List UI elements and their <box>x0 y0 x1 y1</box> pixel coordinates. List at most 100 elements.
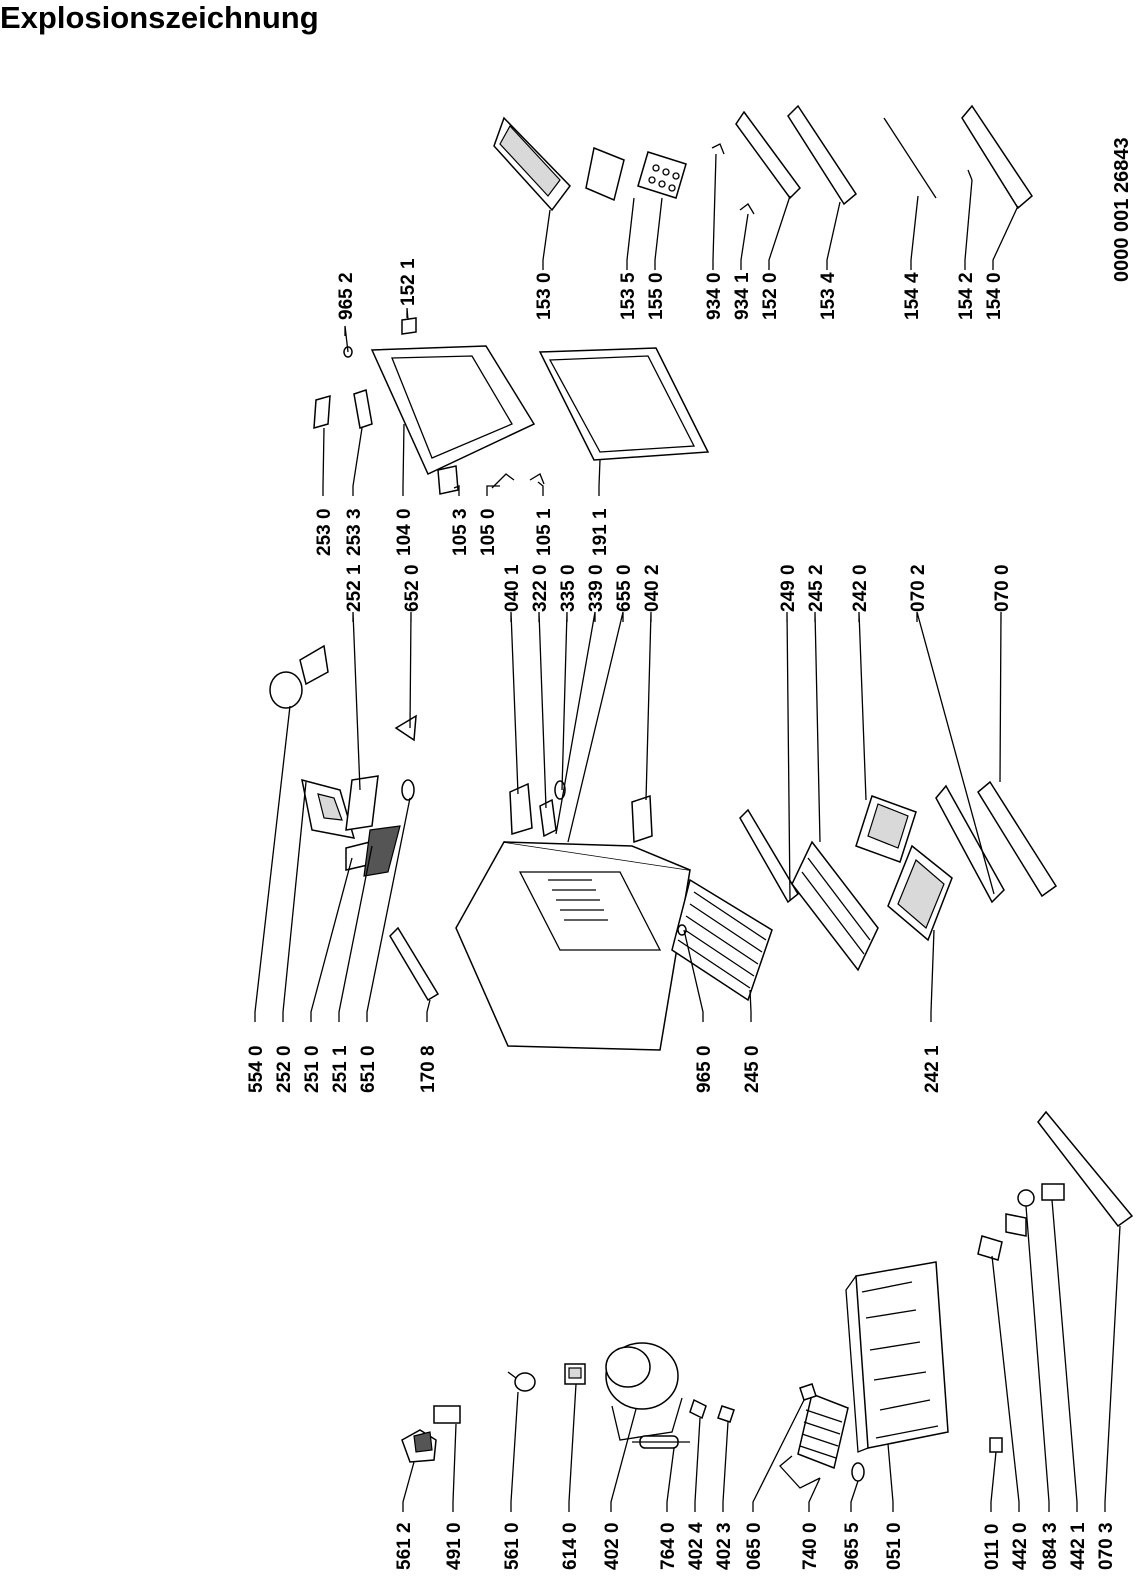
part-door-spring-a <box>491 473 515 489</box>
part-door-spring-b <box>529 473 545 485</box>
leader-line <box>510 611 519 795</box>
part-number-label: 614 0 <box>560 1522 581 1570</box>
part-number-label: 153 5 <box>618 272 639 320</box>
part-cabinet <box>455 841 691 1051</box>
part-number-label: 105 1 <box>534 508 555 556</box>
part-number-label: 252 0 <box>274 1045 295 1093</box>
part-clip-9340 <box>711 143 725 155</box>
leader-line <box>402 423 405 496</box>
leader-line <box>850 1480 859 1512</box>
leader-line <box>510 1391 519 1512</box>
leader-line <box>887 1443 894 1512</box>
part-number-label: 402 0 <box>602 1522 623 1570</box>
part-crisper-small <box>855 795 917 863</box>
leader-line <box>1104 1225 1121 1512</box>
part-number-label: 253 3 <box>344 508 365 556</box>
part-clip-b <box>717 1405 735 1423</box>
part-number-label: 242 0 <box>850 564 871 612</box>
leader-line <box>486 485 500 496</box>
leader-line <box>1025 1205 1050 1512</box>
part-bulb <box>401 779 415 801</box>
part-filter-drier <box>632 1435 690 1449</box>
part-fan-bracket <box>299 644 329 686</box>
part-butter-box <box>585 146 625 202</box>
part-number-label: 764 0 <box>658 1522 679 1570</box>
part-number-label: 651 0 <box>358 1045 379 1093</box>
leader-line <box>453 485 460 496</box>
leader-line <box>712 153 717 270</box>
leader-line <box>344 325 349 353</box>
page-title: Explosionszeichnung <box>0 0 319 35</box>
part-number-label: 561 0 <box>502 1522 523 1570</box>
leader-line <box>537 481 544 496</box>
leader-line <box>683 929 704 1022</box>
leader-line <box>542 209 551 270</box>
leader-line <box>406 307 409 321</box>
part-number-label: 740 0 <box>800 1522 821 1570</box>
part-number-label: 040 1 <box>502 564 523 612</box>
leader-line <box>538 611 547 809</box>
leader-line <box>254 705 291 1022</box>
part-number-label: 105 0 <box>478 508 499 556</box>
part-number-label: 084 3 <box>1040 1522 1061 1570</box>
leader-line <box>409 611 412 729</box>
leader-line <box>749 989 752 1022</box>
part-handle-cap <box>313 394 331 430</box>
part-clip-9341 <box>739 203 755 215</box>
leader-line <box>310 857 353 1022</box>
part-number-label: 252 1 <box>344 564 365 612</box>
part-number-label: 070 0 <box>992 564 1013 612</box>
part-number-label: 339 0 <box>586 564 607 612</box>
part-number-label: 191 1 <box>590 508 611 556</box>
part-number-label: 154 4 <box>902 272 923 320</box>
leader-line <box>694 1417 701 1512</box>
part-crisper-lid-frame <box>301 778 356 839</box>
part-number-label: 655 0 <box>614 564 635 612</box>
part-number-label: 652 0 <box>402 564 423 612</box>
part-condenser <box>779 1392 849 1489</box>
part-number-label: 253 0 <box>314 508 335 556</box>
part-grille <box>345 775 401 877</box>
leader-line <box>322 427 325 496</box>
document-number: 0000 001 26843 <box>1111 137 1133 282</box>
leader-line <box>452 1423 457 1512</box>
leader-line <box>666 1447 675 1512</box>
leader-line <box>992 205 1019 270</box>
leader-line <box>990 1451 997 1512</box>
leader-line <box>426 999 431 1022</box>
part-number-label: 154 2 <box>956 272 977 320</box>
part-clip-a <box>689 1398 707 1420</box>
part-lamp-holder <box>977 1183 1065 1261</box>
leader-line <box>740 213 749 270</box>
leader-line <box>858 611 867 801</box>
leader-line <box>645 611 652 801</box>
part-number-label: 402 3 <box>714 1522 735 1570</box>
leader-line <box>338 845 373 1022</box>
part-shelf-wire <box>671 878 773 1002</box>
part-number-label: 335 0 <box>558 564 579 612</box>
part-door-stop <box>437 465 459 495</box>
leader-line <box>930 929 935 1022</box>
part-rail-1534 <box>787 104 857 206</box>
part-number-label: 154 0 <box>984 272 1005 320</box>
part-number-label: 934 0 <box>704 272 725 320</box>
part-foot-rail <box>977 780 1058 898</box>
leader-line <box>610 1408 637 1512</box>
part-egg-tray <box>637 151 687 199</box>
leader-line <box>999 611 1002 783</box>
part-number-label: 442 0 <box>1010 1522 1031 1570</box>
part-hinge-top <box>509 782 533 835</box>
part-rod-1544 <box>883 117 937 199</box>
part-door-shelf-large <box>493 116 571 212</box>
part-number-label: 153 4 <box>818 272 839 320</box>
leader-line <box>282 781 307 1022</box>
part-door-gasket <box>538 347 710 461</box>
part-bracket-1521 <box>401 317 417 335</box>
leader-line <box>1051 1199 1078 1512</box>
part-drain-tube <box>799 1383 817 1401</box>
part-inner-door <box>370 345 536 476</box>
leader-line <box>722 1421 729 1512</box>
leader-line <box>752 1399 805 1512</box>
part-number-label: 934 1 <box>732 272 753 320</box>
